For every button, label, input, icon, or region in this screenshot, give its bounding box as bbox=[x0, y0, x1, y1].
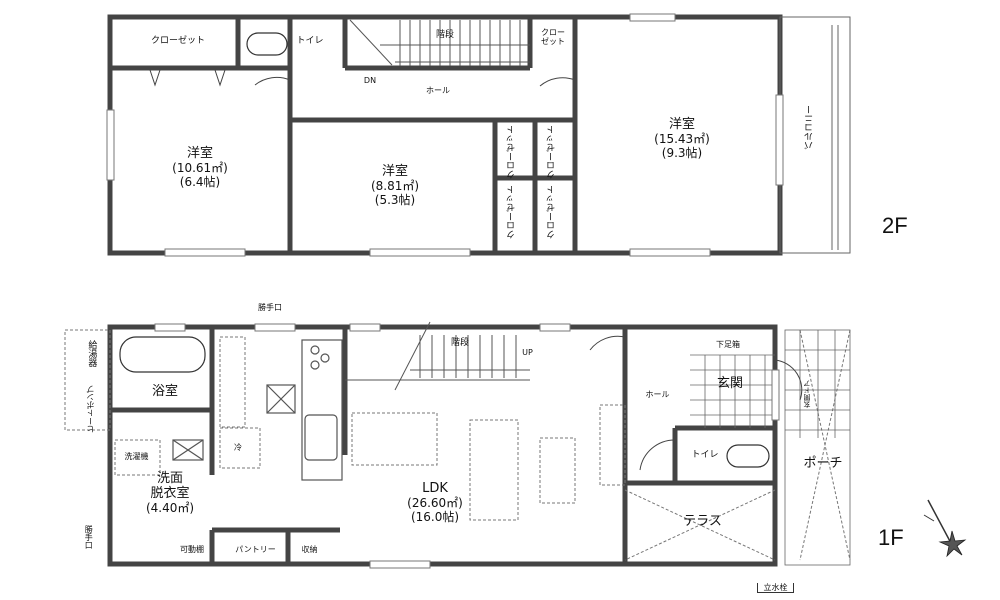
porch-label: ポーチ bbox=[803, 456, 843, 471]
closet-middle-4-label: クローゼット bbox=[547, 185, 557, 239]
heat-pump-label: ヒートポンプ bbox=[86, 385, 95, 433]
service-door-label: 勝手口 bbox=[258, 303, 282, 312]
washroom-label: 洗面 脱衣室 (4.40㎡) bbox=[145, 471, 195, 515]
bathtub bbox=[119, 336, 206, 373]
bedroom-left-2f-label: 洋室 (10.61㎡) (6.4帖) bbox=[172, 146, 228, 189]
bedroom-right-2f-label: 洋室 (15.43㎡) (9.3帖) bbox=[654, 117, 710, 160]
stairs-2f-label: 階段 bbox=[435, 30, 454, 40]
storage-label: 収納 bbox=[301, 545, 318, 554]
toilet-2f-label: トイレ bbox=[296, 36, 324, 46]
terrace-label: テラス bbox=[683, 514, 722, 529]
stairs-1f-label: 階段 bbox=[450, 338, 469, 348]
bathroom-label: 浴室 bbox=[151, 384, 178, 399]
down-label: DN bbox=[363, 76, 377, 85]
ldk-label: LDK (26.60㎡) (16.0帖) bbox=[407, 481, 463, 524]
water-heater-label: 給湯器 bbox=[86, 340, 97, 367]
hall-1f-label: ホール bbox=[645, 390, 670, 399]
toilet-fixture-1f bbox=[726, 444, 770, 468]
closet-top-right-2f-label: クローゼット bbox=[541, 28, 565, 47]
floor-label-2f: 2F bbox=[882, 213, 908, 238]
closet-middle-3-label: クローゼット bbox=[507, 185, 517, 239]
up-label: UP bbox=[522, 348, 533, 357]
hall-2f-label: ホール bbox=[426, 86, 450, 95]
entrance-door-label: 玄関ドア bbox=[803, 380, 811, 408]
compass-north-arrow-icon bbox=[923, 499, 967, 558]
closet-middle-2-label: クローゼット bbox=[547, 125, 557, 179]
second-floor-stair-treads bbox=[349, 19, 530, 66]
adjustable-shelf-label: 可動棚 bbox=[180, 545, 204, 554]
bedroom-middle-2f-label: 洋室 (8.81㎡) (5.3帖) bbox=[370, 164, 420, 207]
closet-left-2f-label: クローゼット bbox=[150, 36, 205, 46]
standpipe-label: 立水栓 bbox=[757, 583, 794, 594]
washing-machine-label: 洗濯機 bbox=[124, 452, 149, 461]
pantry-label: パントリー bbox=[235, 545, 276, 554]
floor-label-1f: 1F bbox=[878, 525, 904, 550]
service-door-left-label: 勝手口 bbox=[84, 525, 94, 549]
toilet-fixture-2f bbox=[246, 32, 288, 56]
closet-middle-1-label: クローゼット bbox=[507, 125, 517, 179]
fridge-label: 冷 bbox=[234, 443, 242, 452]
toilet-1f-label: トイレ bbox=[691, 450, 719, 460]
shoe-box-label: 下足箱 bbox=[716, 340, 740, 349]
balcony-label: バルコニー bbox=[805, 105, 815, 150]
entrance-label: 玄関 bbox=[716, 376, 743, 391]
